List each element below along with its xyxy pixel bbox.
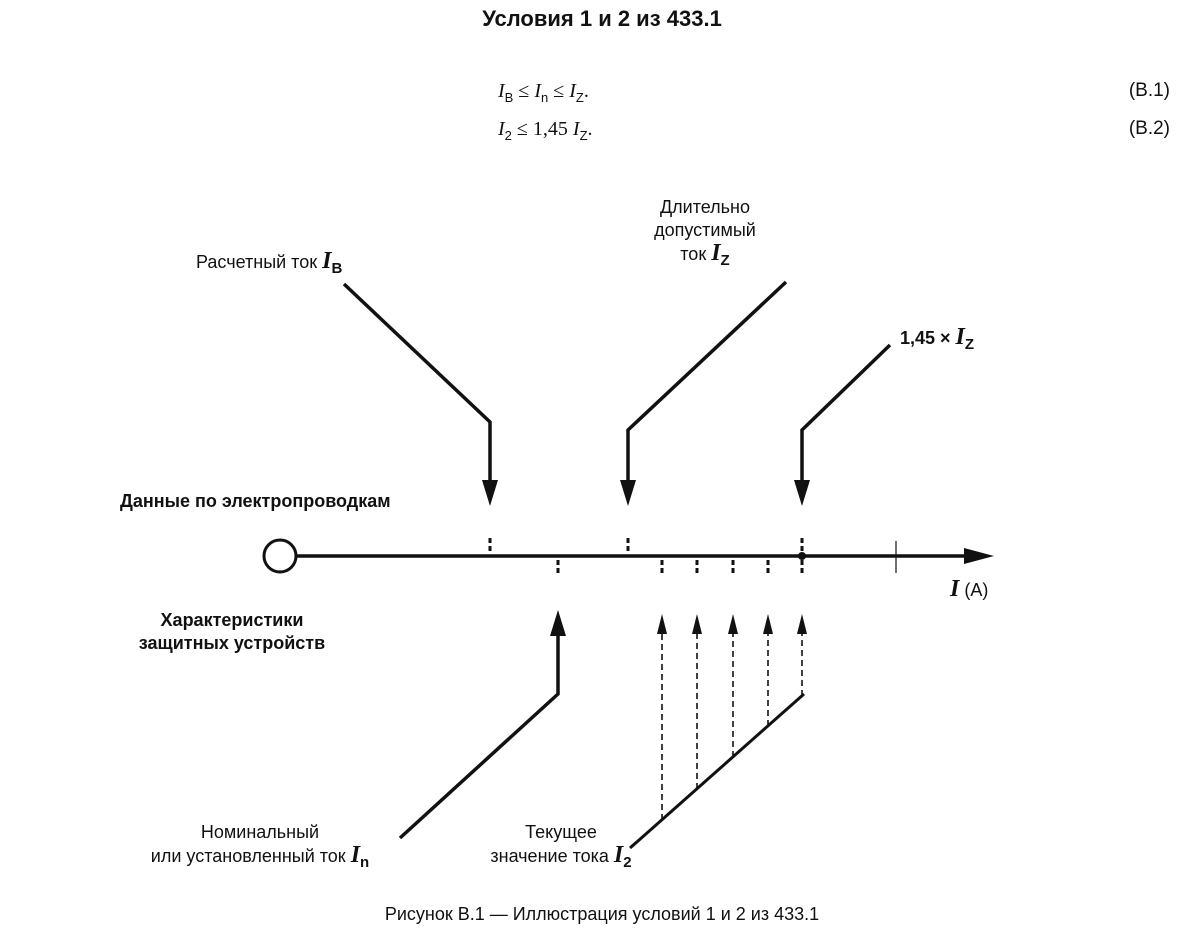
eq1-symbol-ib: I [498, 80, 505, 102]
arrow-145iz-head [794, 480, 810, 506]
label-rated-symbol: I [350, 842, 361, 868]
label-rated-sub: n [360, 854, 370, 871]
equation-b2: I2 ≤ 1,45 IZ. [498, 118, 593, 143]
axis-origin-circle [262, 538, 298, 574]
label-operating-current: Текущее значение тока I2 [466, 821, 656, 871]
equation-b1: IB ≤ In ≤ IZ. [498, 80, 589, 105]
label-operating-sub: 2 [623, 854, 632, 871]
label-operating-line2: значение тока I2 [466, 842, 656, 871]
eq1-symbol-in: I [534, 80, 541, 102]
label-design-current: Расчетный ток IB [196, 248, 343, 277]
label-allowable-line3: ток IZ [630, 240, 780, 269]
eq1-sub-z: Z [575, 90, 584, 105]
eq2-sub-2: 2 [504, 128, 512, 143]
label-allowable-line3-text: ток [680, 244, 712, 264]
eq1-period: . [583, 80, 589, 102]
figure-caption: Рисунок B.1 — Иллюстрация условий 1 и 2 … [384, 904, 820, 924]
label-axis-text: (A) [959, 580, 989, 600]
eq2-symbol-iz: I [572, 118, 580, 140]
label-axis-symbol: I [950, 576, 960, 602]
label-wiring-data: Данные по электропроводкам [120, 491, 391, 511]
equation-b1-number: (B.1) [1128, 80, 1170, 101]
eq2-sub-z: Z [579, 128, 588, 143]
eq2-le-factor: ≤ 1,45 [511, 118, 573, 140]
eq1-sub-n: n [541, 90, 549, 105]
eq1-le-1: ≤ [513, 80, 535, 102]
arrow-ib-head [482, 480, 498, 506]
label-operating-line1: Текущее [525, 822, 597, 842]
i2-arrowhead-5 [797, 614, 807, 634]
i2-arrowhead-4 [763, 614, 773, 634]
label-allowable-sub: Z [720, 252, 730, 269]
eq2-period: . [587, 118, 593, 140]
arrow-ib-leader [342, 282, 492, 482]
arrow-145iz-leader [800, 343, 892, 482]
arrow-in-leader [398, 634, 560, 840]
i2-diagonal [629, 692, 805, 850]
arrow-iz-leader [626, 280, 788, 482]
label-factor-sub: Z [964, 336, 975, 353]
label-allowable-line1: Длительно [659, 197, 751, 217]
label-protective-line2: защитных устройств [138, 633, 326, 653]
label-protective-line1: Характеристики [160, 610, 304, 630]
point-145iz [798, 552, 806, 560]
i2-arrowhead-2 [692, 614, 702, 634]
label-allowable-symbol: I [711, 240, 721, 266]
label-rated-line2-text: или установленный ток [150, 846, 351, 866]
label-factor: 1,45 × IZ [900, 324, 975, 353]
eq1-le-2: ≤ [548, 80, 570, 102]
label-rated-line1: Номинальный [200, 822, 320, 842]
label-rated-line2: или установленный ток In [120, 842, 400, 871]
label-allowable-current: Длительно допустимый ток IZ [630, 196, 780, 269]
eq1-sub-b: B [504, 90, 514, 105]
eq1-symbol-iz: I [569, 80, 576, 102]
equation-b2-number: (B.2) [1128, 118, 1170, 139]
label-factor-symbol: I [955, 324, 965, 350]
eq2-symbol-i2: I [498, 118, 505, 140]
label-allowable-line2: допустимый [654, 220, 756, 240]
label-protective-devices: Характеристики защитных устройств [126, 609, 338, 655]
label-rated-current: Номинальный или установленный ток In [120, 821, 400, 871]
current-axis-arrowhead [964, 548, 994, 564]
arrow-iz-head [620, 480, 636, 506]
label-design-current-text: Расчетный ток [196, 252, 323, 272]
i2-arrowhead-1 [657, 614, 667, 634]
i2-arrowhead-3 [728, 614, 738, 634]
label-axis-unit: I (A) [950, 576, 989, 602]
label-factor-text: 1,45 × [900, 328, 956, 348]
label-operating-line2-text: значение тока [490, 846, 614, 866]
label-operating-symbol: I [613, 842, 624, 868]
label-design-current-symbol: I [322, 248, 332, 274]
arrow-in-head [550, 610, 566, 636]
label-design-current-sub: B [331, 260, 343, 277]
page-title: Условия 1 и 2 из 433.1 [482, 6, 722, 31]
